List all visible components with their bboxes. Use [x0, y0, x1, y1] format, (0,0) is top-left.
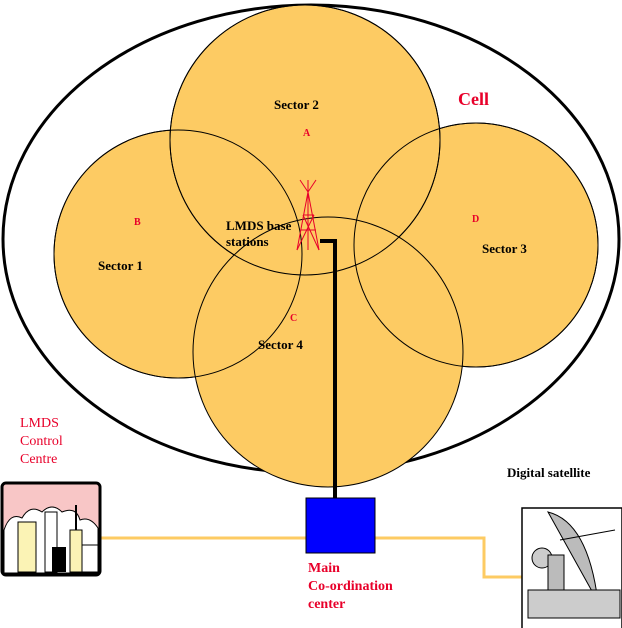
city-icon: [0, 481, 102, 577]
label-line: Co-ordination: [308, 579, 393, 594]
sector-2-letter: A: [303, 128, 311, 139]
link-satellite: [375, 536, 524, 579]
coordination-hub[interactable]: [305, 497, 376, 554]
sector-3-letter: D: [472, 214, 480, 225]
sector-1-label: Sector 1: [98, 258, 143, 273]
label-line: Main: [308, 561, 340, 576]
sector-1-letter: B: [134, 217, 141, 228]
tower-icon: [296, 179, 320, 251]
sector-4-letter: C: [290, 313, 298, 324]
cell-label: Cell: [458, 89, 489, 109]
satellite-label: Digital satellite: [507, 465, 591, 480]
sector-3-label: Sector 3: [482, 241, 527, 256]
coordination-label: Main Co-ordination center: [308, 560, 393, 614]
satellite-dish-icon: [521, 507, 622, 628]
sector-2-label: Sector 2: [274, 97, 319, 112]
sector-4-area: [192, 216, 464, 488]
base-station-label: LMDS base stations: [226, 218, 292, 249]
label-line: Control: [20, 434, 63, 449]
label-line: Centre: [20, 452, 58, 467]
sector-4-label: Sector 4: [258, 337, 303, 352]
control-centre-label: LMDS Control Centre: [20, 415, 63, 469]
label-line: center: [308, 597, 346, 612]
backhaul-line: [320, 239, 337, 500]
label-line: LMDS: [20, 416, 59, 431]
